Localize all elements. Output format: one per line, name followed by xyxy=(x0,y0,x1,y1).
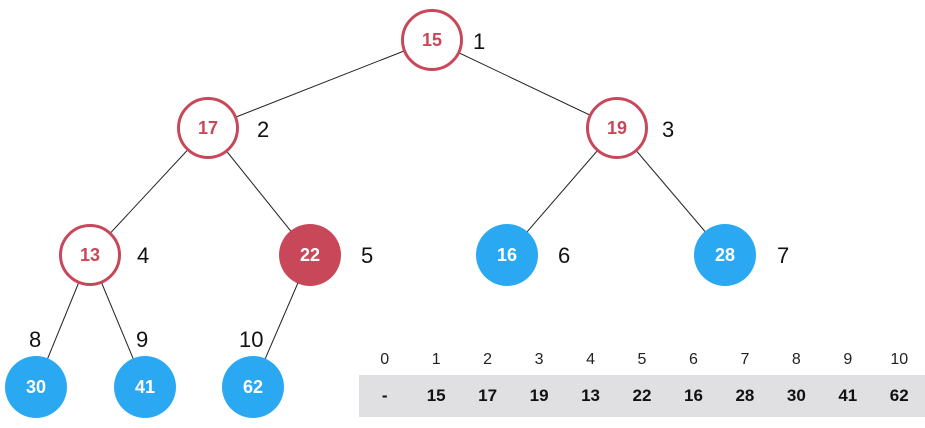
array-value-row: - 15 17 19 13 22 16 28 30 41 62 xyxy=(359,375,925,417)
node-value: 16 xyxy=(496,244,518,265)
node-index-label: 9 xyxy=(136,327,149,352)
array-index: 3 xyxy=(534,351,544,368)
node-6: 16 xyxy=(476,224,538,286)
array-value: - xyxy=(381,386,388,405)
node-3: 19 xyxy=(586,97,648,159)
array-index-row: 0 1 2 3 4 5 6 7 8 9 10 xyxy=(359,346,925,374)
array-value: 17 xyxy=(478,386,498,405)
node-4: 13 xyxy=(59,224,121,286)
node-5: 22 xyxy=(279,224,341,286)
array-index: 7 xyxy=(740,351,750,368)
array-value: 28 xyxy=(735,386,755,405)
node-value: 17 xyxy=(197,117,219,138)
node-10: 62 xyxy=(222,356,284,418)
array-value: 19 xyxy=(529,386,549,405)
array-value: 30 xyxy=(786,386,806,405)
node-9: 41 xyxy=(114,356,176,418)
array-value: 16 xyxy=(683,386,703,405)
array-index: 6 xyxy=(688,351,698,368)
node-index-label: 4 xyxy=(137,243,150,268)
node-value: 30 xyxy=(25,376,47,397)
array-index: 5 xyxy=(637,351,647,368)
array-value: 62 xyxy=(889,386,909,405)
array-index: 0 xyxy=(380,351,390,368)
array-index: 10 xyxy=(890,351,909,368)
node-2: 17 xyxy=(177,97,239,159)
node-value: 41 xyxy=(134,376,156,397)
array-index: 8 xyxy=(791,351,801,368)
node-8: 30 xyxy=(5,356,67,418)
node-index-label: 7 xyxy=(777,243,790,268)
node-index-label: 8 xyxy=(29,327,42,352)
node-index-label: 6 xyxy=(558,243,571,268)
node-value: 28 xyxy=(714,244,736,265)
array-index: 1 xyxy=(431,351,441,368)
array-index: 2 xyxy=(483,351,493,368)
node-value: 15 xyxy=(421,29,443,50)
array-value: 41 xyxy=(838,386,858,405)
node-7: 28 xyxy=(694,224,756,286)
node-1: 15 xyxy=(401,9,463,71)
node-index-label: 2 xyxy=(257,117,270,142)
array-value: 13 xyxy=(581,386,600,405)
array-value: 15 xyxy=(426,386,446,405)
array-index: 4 xyxy=(586,351,595,368)
node-index-label: 1 xyxy=(473,29,486,54)
node-value: 62 xyxy=(242,376,264,397)
node-index-label: 5 xyxy=(361,243,374,268)
array-index: 9 xyxy=(843,351,853,368)
array-value: 22 xyxy=(632,386,652,405)
node-index-label: 10 xyxy=(239,327,264,352)
node-value: 22 xyxy=(299,244,321,265)
node-value: 19 xyxy=(606,117,628,138)
node-index-label: 3 xyxy=(662,117,675,142)
node-value: 13 xyxy=(79,244,101,265)
tree-edge xyxy=(207,39,433,129)
tree-edge xyxy=(431,39,618,129)
